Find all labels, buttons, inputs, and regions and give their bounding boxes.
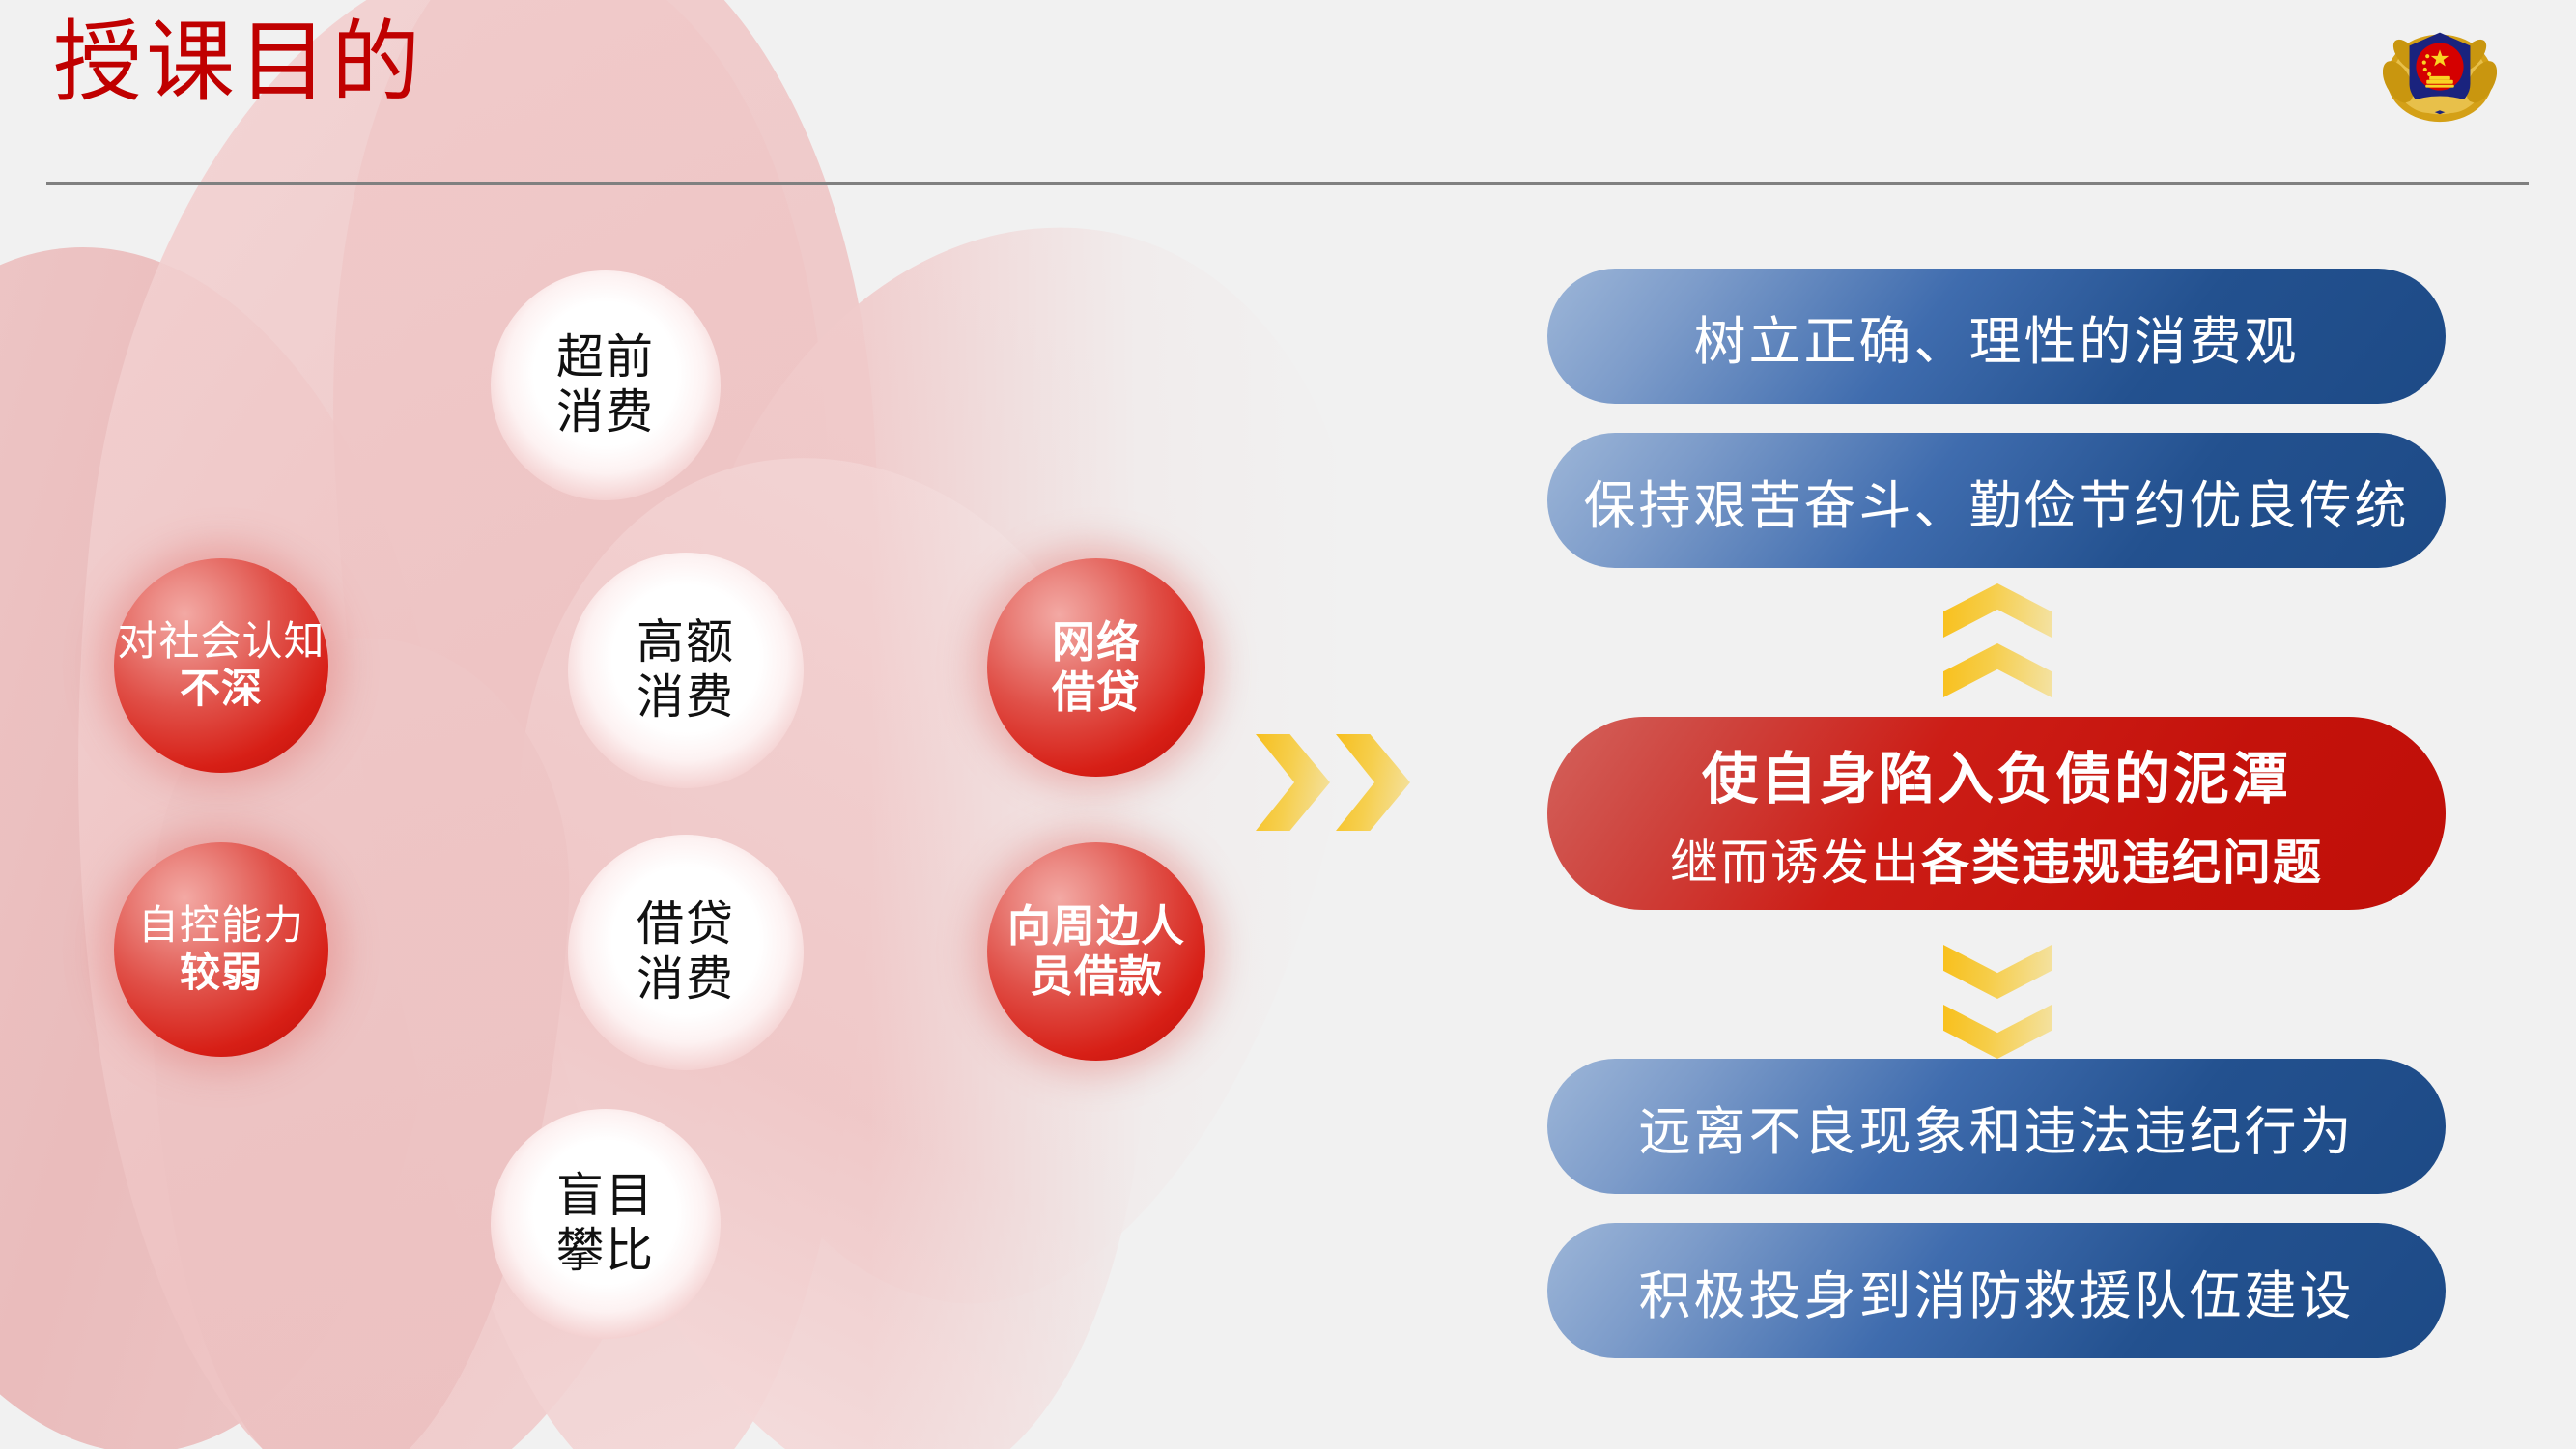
pill-label: 远离不良现象和违法违纪行为 (1638, 1102, 2355, 1161)
center-pill-line-2-bold: 各类违规违纪问题 (1921, 836, 2323, 890)
node-line-1: 网络 (1051, 616, 1141, 667)
page-title: 授课目的 (53, 14, 425, 112)
node-line-1: 借贷 (636, 898, 735, 952)
outcome-pill-bottom-2[interactable]: 积极投身到消防救援队伍建设 (1547, 1223, 2446, 1358)
chevron-up-icon (1943, 583, 2052, 638)
double-chevron-right-icon (1256, 734, 1410, 831)
fire-rescue-emblem-icon (2382, 12, 2498, 126)
node-自控能力较弱[interactable]: 自控能力 较弱 (114, 842, 328, 1057)
center-pill-line-1: 使自身陷入负债的泥潭 (1701, 748, 2291, 810)
outcome-pill-bottom-1[interactable]: 远离不良现象和违法违纪行为 (1547, 1059, 2446, 1194)
pill-label: 保持艰苦奋斗、勤俭节约优良传统 (1583, 476, 2410, 535)
chevron-right-icon (1336, 734, 1410, 831)
chevron-right-icon (1256, 734, 1330, 831)
node-借贷消费[interactable]: 借贷 消费 (568, 835, 804, 1070)
node-line-2: 员借款 (1029, 952, 1163, 1001)
node-对社会认知不深[interactable]: 对社会认知 不深 (114, 558, 328, 773)
node-line-2: 攀比 (555, 1225, 655, 1277)
outcome-pill-top-2[interactable]: 保持艰苦奋斗、勤俭节约优良传统 (1547, 433, 2446, 568)
chevron-down-icon (1943, 1005, 2052, 1059)
node-line-1: 自控能力 (137, 902, 304, 949)
pill-label: 积极投身到消防救援队伍建设 (1638, 1266, 2355, 1325)
node-盲目攀比[interactable]: 盲目 攀比 (491, 1109, 721, 1339)
petal-shape (0, 224, 486, 1449)
node-line-2: 不深 (179, 666, 263, 711)
node-line-2: 消费 (636, 953, 735, 1006)
node-line-1: 向周边人 (1006, 900, 1185, 951)
chevron-up-icon (1943, 643, 2052, 697)
node-line-2: 借贷 (1051, 668, 1141, 717)
outcomes-column: 树立正确、理性的消费观 保持艰苦奋斗、勤俭节约优良传统 使自身陷入负债的泥潭 继… (1547, 0, 2513, 1449)
node-line-1: 盲目 (555, 1170, 655, 1223)
node-向周边人员借款[interactable]: 向周边人 员借款 (987, 842, 1205, 1061)
node-line-2: 消费 (555, 386, 655, 439)
node-line-2: 消费 (636, 671, 735, 724)
center-pill-line-2-normal: 继而诱发出 (1670, 836, 1921, 890)
center-pill-line-2: 继而诱发出各类违规违纪问题 (1670, 824, 2323, 894)
node-网络借贷[interactable]: 网络 借贷 (987, 558, 1205, 777)
node-line-1: 高额 (636, 616, 735, 669)
double-chevron-down-icon (1930, 945, 2065, 1059)
header-divider (46, 182, 2529, 185)
node-超前消费[interactable]: 超前 消费 (491, 270, 721, 500)
outcome-pill-center[interactable]: 使自身陷入负债的泥潭 继而诱发出各类违规违纪问题 (1547, 717, 2446, 910)
node-高额消费[interactable]: 高额 消费 (568, 553, 804, 788)
chevron-down-icon (1943, 945, 2052, 999)
pill-label: 树立正确、理性的消费观 (1693, 312, 2300, 371)
node-line-1: 超前 (555, 331, 655, 384)
slide-header: 授课目的 (0, 0, 2576, 193)
node-line-2: 较弱 (179, 950, 263, 995)
double-chevron-up-icon (1930, 583, 2065, 697)
outcome-pill-top-1[interactable]: 树立正确、理性的消费观 (1547, 269, 2446, 404)
node-line-1: 对社会认知 (117, 618, 326, 665)
